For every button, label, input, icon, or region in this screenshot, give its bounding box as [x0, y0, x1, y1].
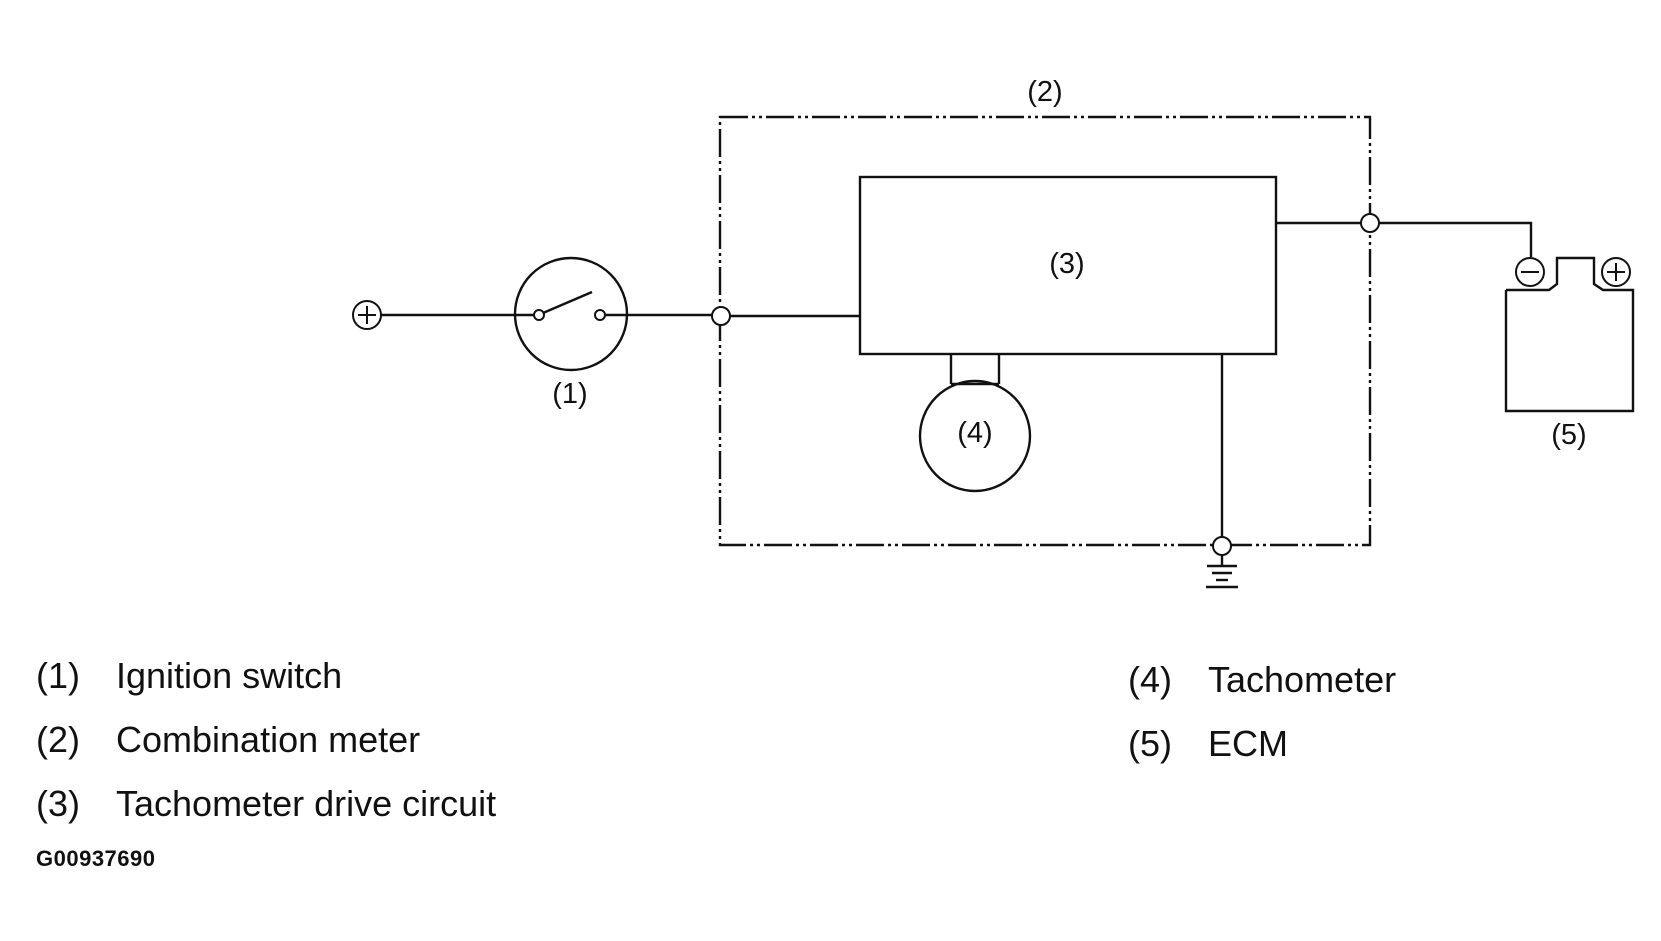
- callout-drive-circuit: (3): [1049, 248, 1084, 280]
- legend-number: (1): [36, 655, 80, 696]
- tachometer-drive-circuit-box: [858, 175, 1278, 356]
- legend-label: Tachometer drive circuit: [116, 783, 497, 824]
- legend-item-ecm: (5) ECM: [1128, 724, 1288, 764]
- legend-label: Ignition switch: [116, 655, 343, 696]
- legend-item-combination-meter: (2) Combination meter: [36, 720, 420, 760]
- legend-number: (3): [36, 783, 80, 824]
- legend-item-drive-circuit: (3) Tachometer drive circuit: [36, 784, 496, 824]
- combination-meter-boundary: [718, 115, 1372, 547]
- legend-label: Combination meter: [116, 719, 421, 760]
- legend-number: (2): [36, 719, 80, 760]
- tachometer-gauge-icon: [918, 379, 1032, 493]
- figure-id: G00937690: [36, 846, 156, 871]
- callout-tachometer: (4): [957, 417, 992, 449]
- ecm-signal-wire: [1379, 221, 1533, 257]
- legend-number: (4): [1128, 659, 1172, 700]
- legend-number: (5): [1128, 723, 1172, 764]
- ground-node: [1212, 536, 1232, 556]
- ground-symbol-icon: [1206, 555, 1238, 589]
- callout-combination-meter: (2): [1027, 76, 1062, 108]
- legend-label: ECM: [1208, 723, 1288, 764]
- left-junction-node: [711, 306, 731, 326]
- legend-label: Tachometer: [1208, 659, 1397, 700]
- callout-ignition-switch: (1): [552, 378, 587, 410]
- ecm-block-icon: [1504, 256, 1635, 413]
- right-junction-node: [1360, 213, 1380, 233]
- callout-ecm: (5): [1551, 419, 1586, 451]
- positive-terminal-icon: [352, 300, 382, 330]
- legend-item-ignition-switch: (1) Ignition switch: [36, 656, 342, 696]
- legend-item-tachometer: (4) Tachometer: [1128, 660, 1396, 700]
